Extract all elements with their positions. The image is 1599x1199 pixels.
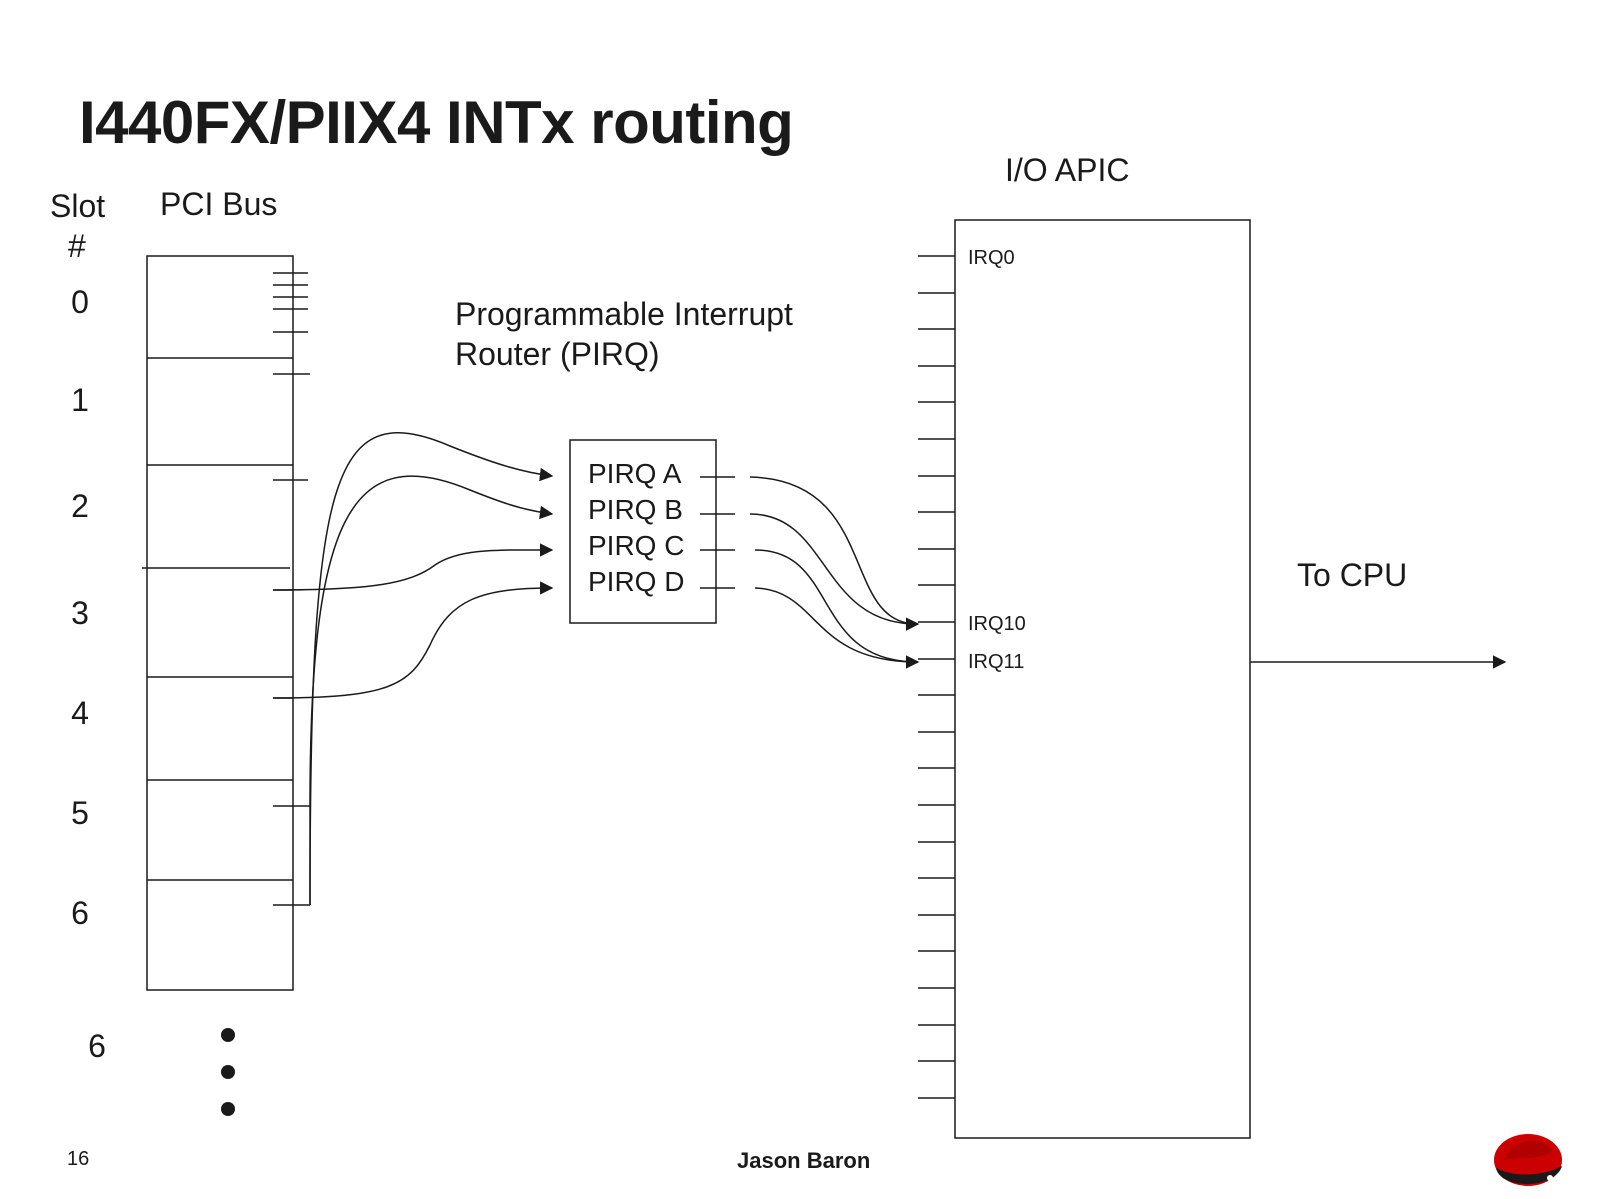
slot-number: 5 <box>71 795 89 831</box>
slot-number: 1 <box>71 382 89 418</box>
pirq-c-label: PIRQ C <box>588 530 685 561</box>
pirq-c-to-irq11-line <box>754 549 920 669</box>
slot-header-hash: # <box>68 228 86 264</box>
slot-to-pirq-b-line <box>309 475 554 807</box>
slot-header: Slot <box>50 188 106 224</box>
pirq-d-label: PIRQ D <box>588 566 685 597</box>
ioapic-label: I/O APIC <box>1005 152 1130 188</box>
slide-title: I440FX/PIIX4 INTx routing <box>79 89 794 156</box>
red-hat-logo <box>1494 1134 1562 1186</box>
ellipsis-dot <box>221 1028 235 1042</box>
to-cpu-label: To CPU <box>1297 557 1408 593</box>
irq11-label: IRQ11 <box>968 651 1025 673</box>
slot-to-pirq-c-line <box>272 543 554 591</box>
author-name: Jason Baron <box>737 1148 871 1173</box>
ellipsis-dot <box>221 1102 235 1116</box>
irq10-label: IRQ10 <box>968 613 1026 635</box>
pirq-b-to-irq10-line <box>749 513 919 625</box>
slot-number: 3 <box>71 595 89 631</box>
pci-bus-label: PCI Bus <box>160 186 278 222</box>
ellipsis-dot <box>221 1065 235 1079</box>
pirq-a-label: PIRQ A <box>588 458 682 489</box>
slot-number: 2 <box>71 488 89 524</box>
irq0-label: IRQ0 <box>968 247 1015 269</box>
slot-number: 0 <box>71 284 89 320</box>
router-label-line1: Programmable Interrupt <box>455 296 793 332</box>
slot-number: 6 <box>71 895 89 931</box>
slot-to-pirq-a-line <box>309 432 554 906</box>
pirq-d-to-irq11-line <box>754 587 919 663</box>
pirq-a-to-irq10-line <box>749 476 920 631</box>
router-label-line2: Router (PIRQ) <box>455 336 660 372</box>
irq-pin-group <box>918 255 955 1099</box>
slot-number: 4 <box>71 695 89 731</box>
slot-number-extra: 6 <box>88 1028 106 1064</box>
pci-bus-box <box>146 255 294 991</box>
slot-to-pirq-d-line <box>272 581 554 699</box>
ioapic-box <box>954 219 1251 1139</box>
pirq-router-box <box>569 439 717 624</box>
pirq-b-label: PIRQ B <box>588 494 683 525</box>
page-number: 16 <box>67 1148 90 1170</box>
